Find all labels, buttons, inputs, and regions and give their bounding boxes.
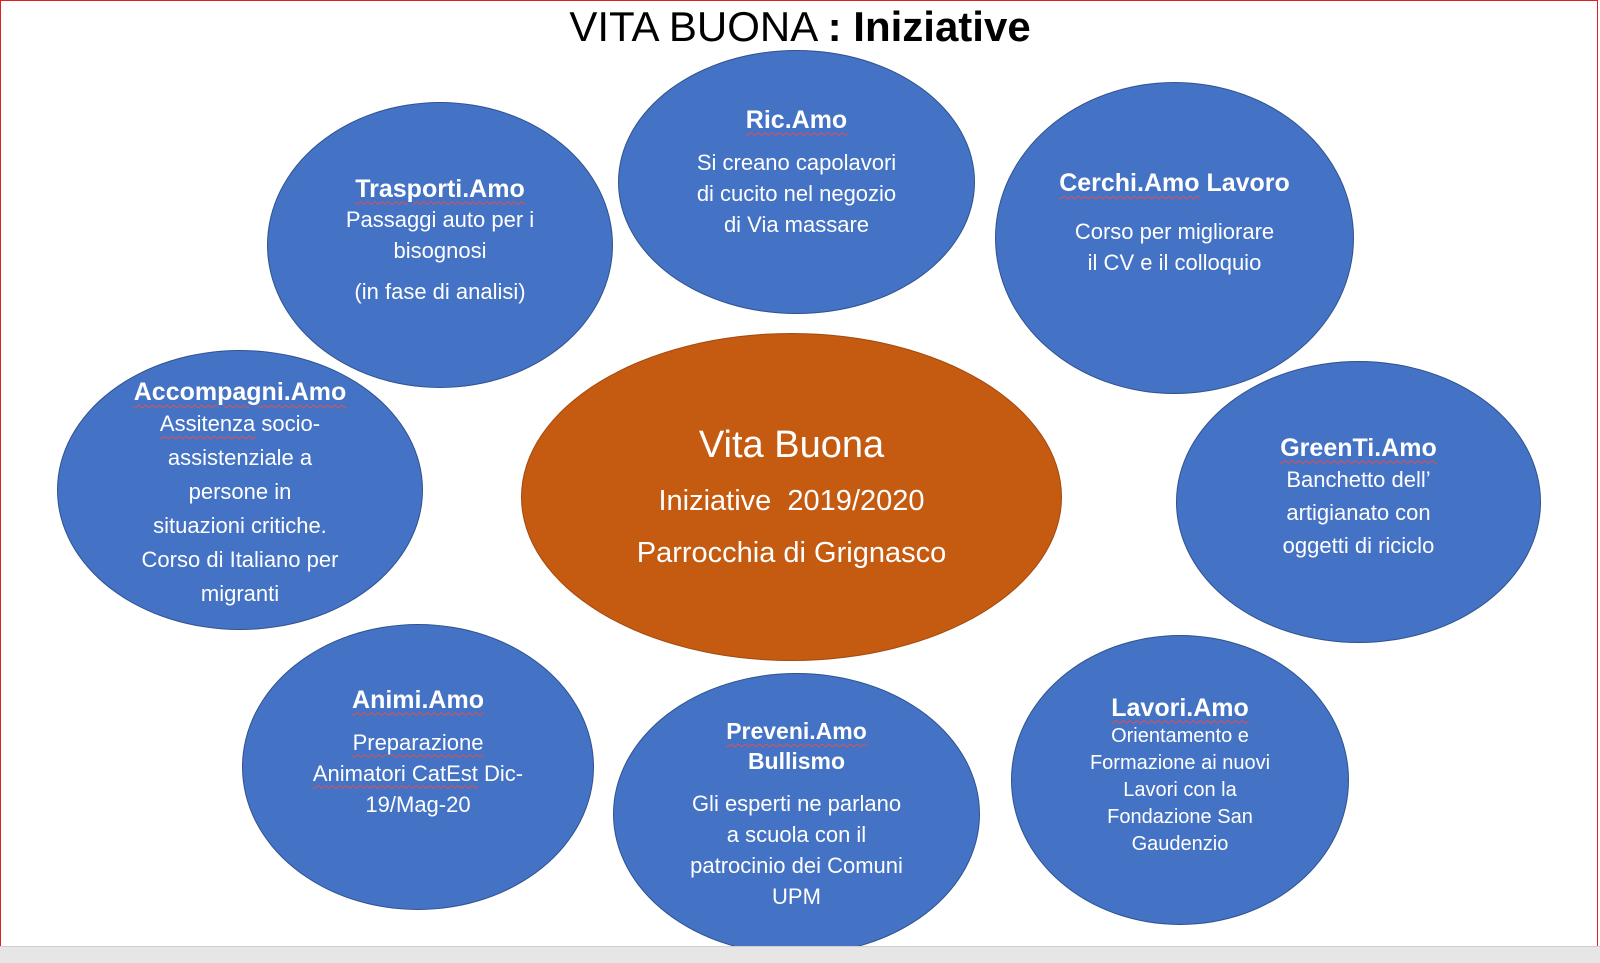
lavori-line-1: Orientamento e [1111,724,1249,747]
cerchi-line-1: Corso per migliorare [1074,219,1275,244]
node-trasporti: Trasporti.Amo Passaggi auto per i bisogn… [267,102,613,388]
title-normal: VITA BUONA [569,3,816,50]
preveni-title: Preveni.Amo [726,718,867,744]
accompagni-line-3: persone in [188,479,292,504]
trasporti-note: (in fase di analisi) [354,278,526,304]
preveni-title-2: Bullismo [747,748,846,774]
lavori-title: Lavori.Amo [1111,693,1249,722]
trasporti-line-1: Passaggi auto per i [345,206,535,232]
cerchi-title: Cerchi.Amo [1059,169,1200,197]
accompagni-line-4: situazioni critiche. [153,513,327,538]
lavori-line-2: Formazione ai nuovi [1089,751,1271,774]
animi-line-1: Preparazione [352,729,484,755]
greenti-line-3: oggetti di riciclo [1282,532,1435,558]
lavori-line-4: Fondazione San [1107,805,1253,828]
preveni-line-4: UPM [772,884,821,909]
center-parish: Parrocchia di Grignasco [636,537,947,569]
center-title: Vita Buona [698,424,885,466]
accompagni-line-1a: Assitenza [159,411,256,436]
preveni-line-3: patrocinio dei Comuni [690,853,903,878]
trasporti-title: Trasporti.Amo [355,174,525,203]
greenti-line-2: artigianato con [1286,499,1431,525]
cerchi-line-2: il CV e il colloquio [1087,250,1262,275]
trasporti-line-2: bisognosi [393,237,487,263]
ricamo-line-2: di cucito nel negozio [696,180,897,206]
cerchi-title-suffix: Lavoro [1199,169,1290,197]
accompagni-line-5: Corso di Italiano per [141,547,339,572]
center-subtitle: Iniziative 2019/2020 [658,485,925,517]
preveni-line-2: a scuola con il [726,822,867,847]
animi-line-2a: Animatori CatEst [312,760,478,786]
node-lavori: Lavori.Amo Orientamento e Formazione ai … [1011,635,1349,925]
animi-title: Animi.Amo [352,685,484,714]
accompagni-line-1b: socio- [255,411,321,436]
node-animi: Animi.Amo Preparazione Animatori CatEst … [242,624,594,910]
animi-line-3: 19/Mag-20 [365,791,471,817]
accompagni-line-2: assistenziale a [167,445,313,470]
lavori-line-5: Gaudenzio [1131,832,1229,855]
node-accompagni: Accompagni.Amo Assitenza socio- assisten… [57,350,423,630]
animi-line-2b: Dic- [477,760,524,786]
accompagni-title: Accompagni.Amo [133,378,347,406]
node-ricamo: Ric.Amo Si creano capolavori di cucito n… [618,50,975,314]
ricamo-line-1: Si creano capolavori [696,149,897,175]
greenti-title: GreenTi.Amo [1280,433,1437,462]
greenti-line-1: Banchetto dell’ [1286,466,1431,492]
slide-title: VITA BUONA : Iniziative [0,2,1600,52]
accompagni-line-6: migranti [200,581,280,606]
node-greenti: GreenTi.Amo Banchetto dell’ artigianato … [1176,361,1541,643]
ricamo-line-3: di Via massare [723,211,870,237]
title-bold: : Iniziative [827,3,1031,50]
lavori-line-3: Lavori con la [1123,778,1237,801]
ricamo-title: Ric.Amo [745,105,848,134]
preveni-line-1: Gli esperti ne parlano [691,791,902,816]
center-ellipse: Vita Buona Iniziative 2019/2020 Parrocch… [521,333,1062,661]
node-cerchi: Cerchi.Amo Lavoro Corso per migliorare i… [995,82,1354,394]
bottom-scroll-strip [0,946,1600,963]
node-preveni: Preveni.Amo Bullismo Gli esperti ne parl… [613,673,980,955]
